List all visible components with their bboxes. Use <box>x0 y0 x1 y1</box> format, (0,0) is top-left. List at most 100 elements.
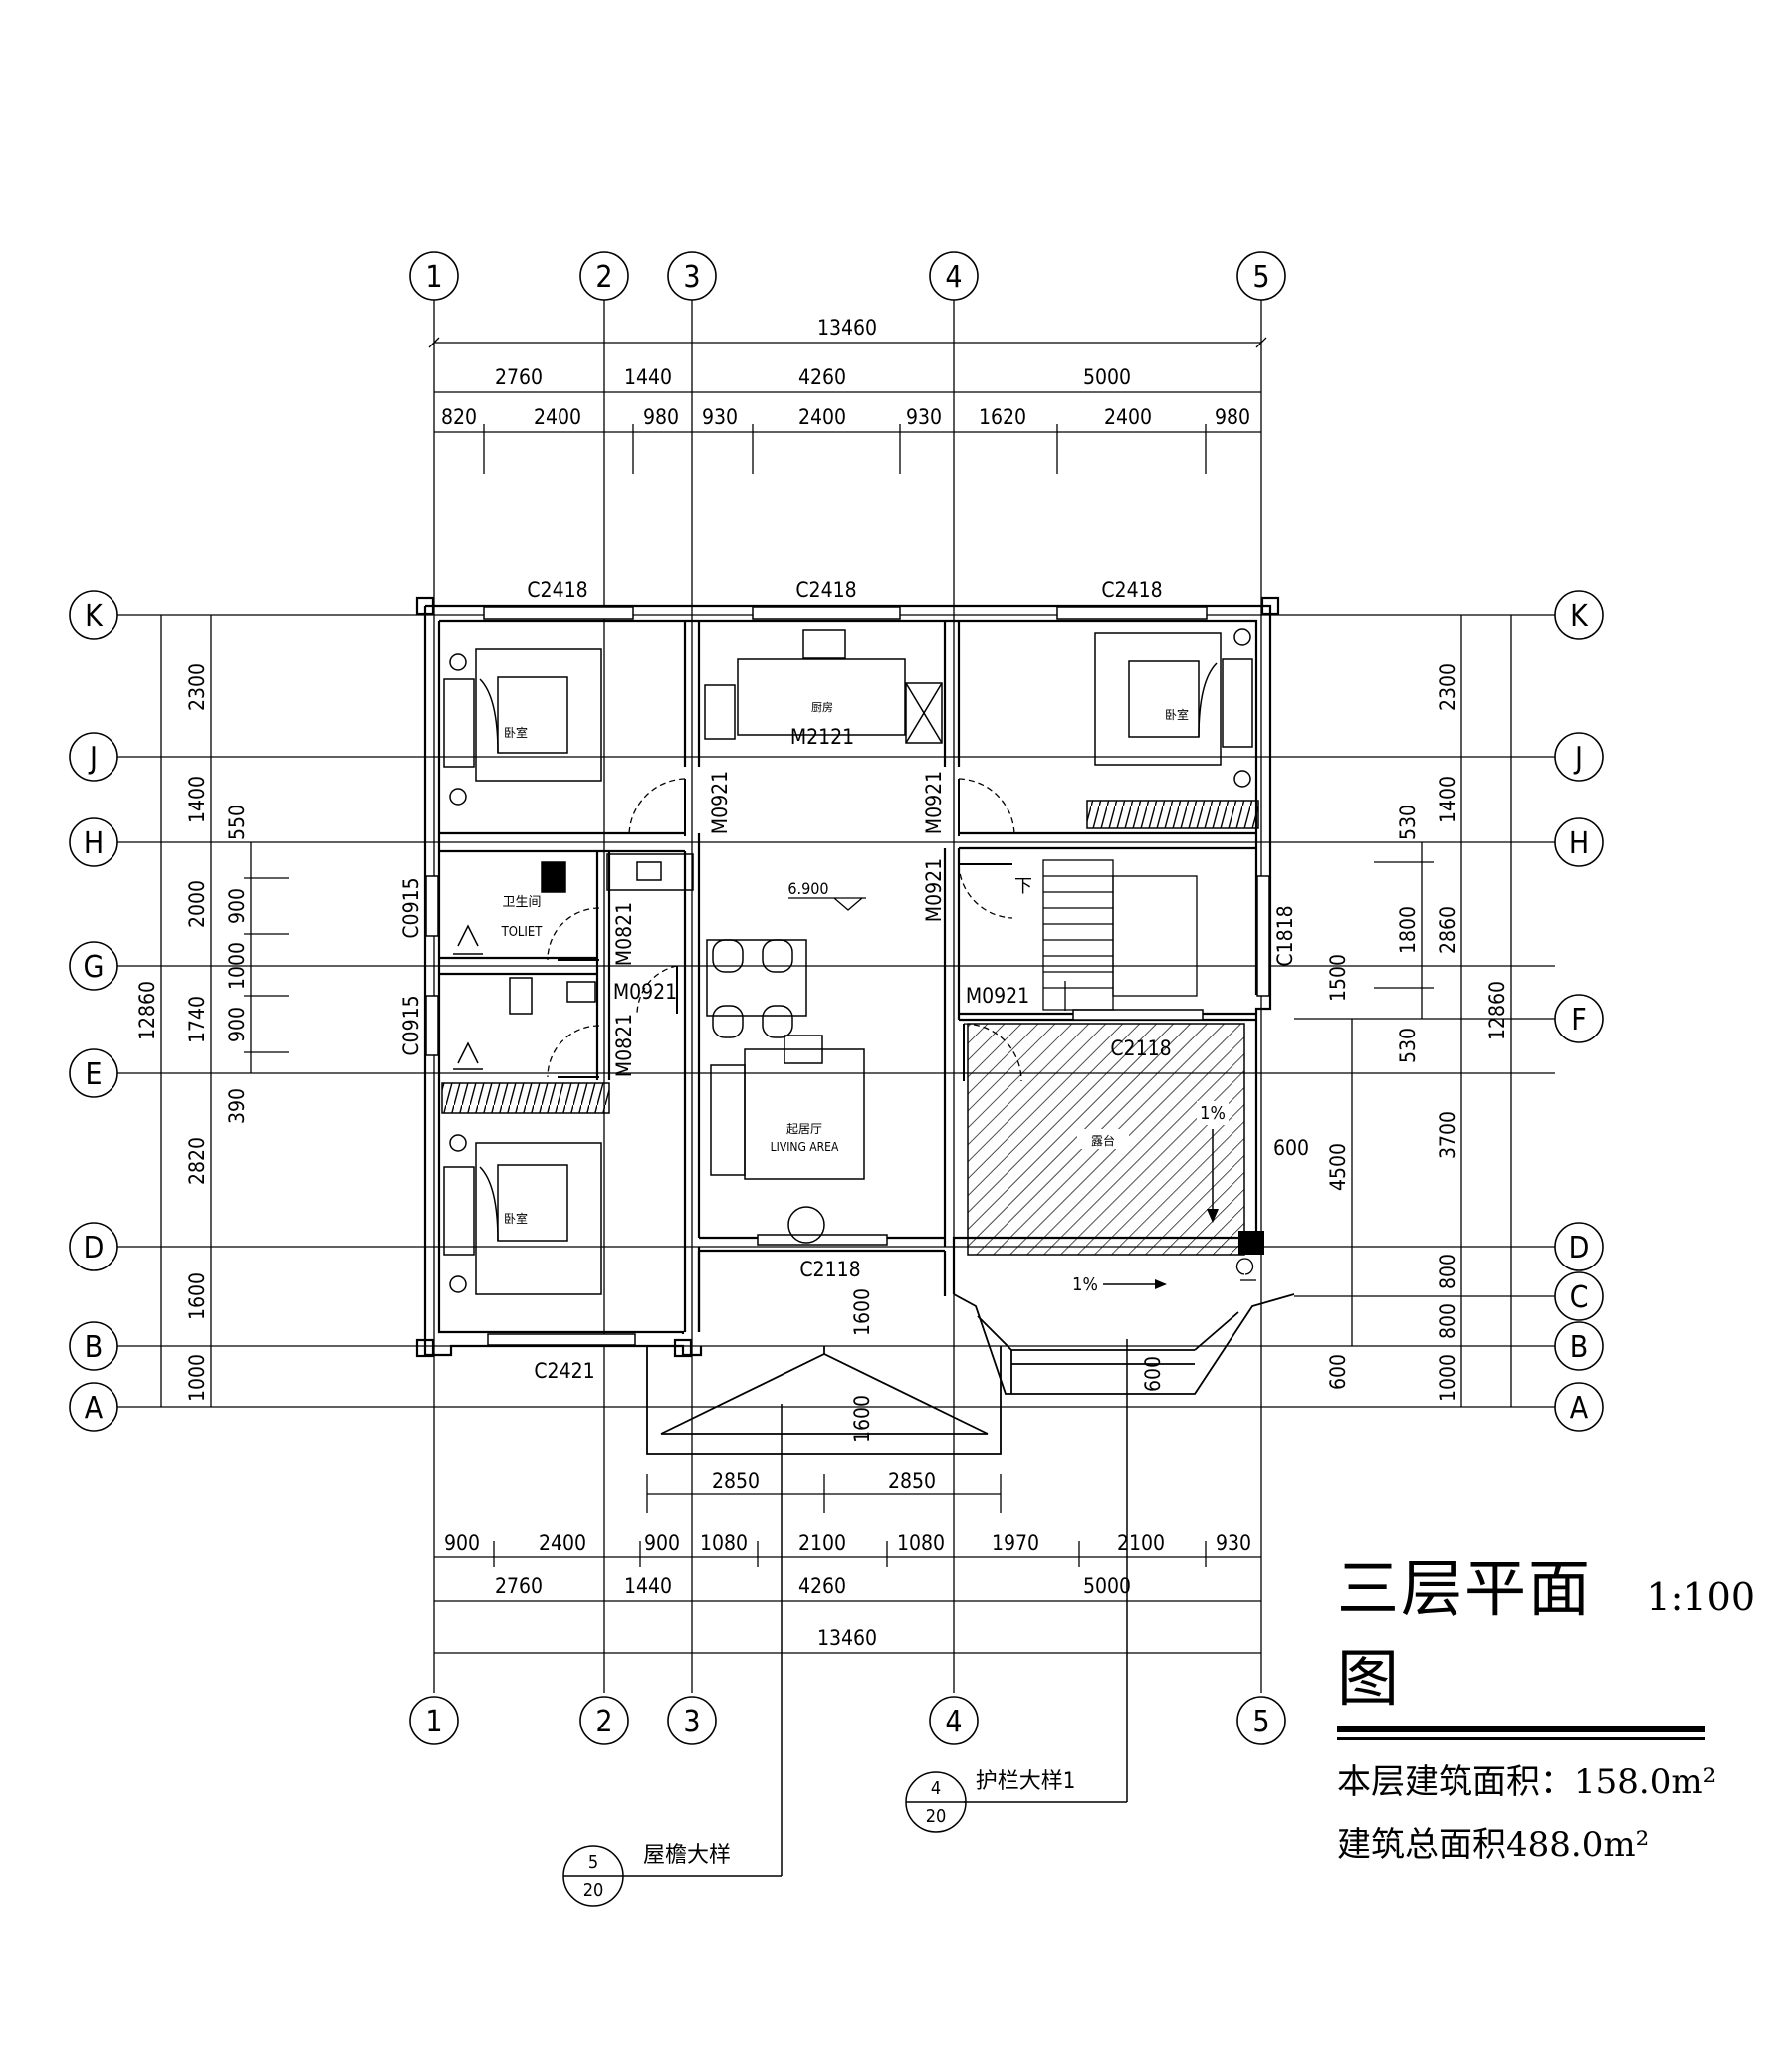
right-bay-dim: 1400 <box>1436 776 1459 823</box>
grid-label-left: K <box>85 599 104 634</box>
floor-area: 本层建筑面积：158.0m² <box>1337 1762 1717 1802</box>
door-label: M0821 <box>612 1014 636 1077</box>
top-bay-dim: 5000 <box>1083 365 1131 389</box>
left-bay-dim: 2000 <box>185 880 209 928</box>
right-detail-dim: 4500 <box>1326 1143 1350 1191</box>
right-bay-dim: 800 <box>1436 1254 1459 1289</box>
door-label: M0921 <box>966 984 1029 1008</box>
porch-roof <box>646 1346 1002 1455</box>
grid-label-left: B <box>85 1330 104 1365</box>
right-detail-dim: 1500 <box>1326 954 1350 1002</box>
left-bay-dim: 2300 <box>185 663 209 711</box>
title-underline-thin <box>1337 1737 1705 1740</box>
eave-detail-sheet: 20 <box>583 1880 604 1901</box>
grid-label-left: E <box>85 1057 102 1092</box>
grid-bubble-labels: 1 2 3 4 5 1 2 3 4 5 K J H G E D B A K J … <box>84 260 1590 1739</box>
grid-label-left: G <box>84 950 105 985</box>
left-total-dim: 12860 <box>135 981 159 1040</box>
grid-label-right: D <box>1569 1231 1590 1266</box>
door-label: M0921 <box>708 771 732 834</box>
bottom-detail-dim: 930 <box>1216 1531 1251 1555</box>
eave-detail-number: 5 <box>588 1852 598 1873</box>
top-detail-dim: 2400 <box>1104 405 1152 429</box>
grid-label-bottom: 3 <box>683 1705 700 1739</box>
left-bay-dim: 2820 <box>185 1137 209 1185</box>
right-bay-dim: 2300 <box>1436 663 1459 711</box>
top-dimension-labels: 13460 2760 1440 4260 5000 820 2400 980 9… <box>441 316 1250 429</box>
window-label: C0915 <box>399 877 423 938</box>
room-label-bedroom: 卧室 <box>504 1211 528 1226</box>
grid-label-top: 5 <box>1252 260 1269 295</box>
grid-label-bottom: 2 <box>595 1705 612 1739</box>
top-detail-dim: 2400 <box>534 405 581 429</box>
window-label: C2418 <box>795 578 856 602</box>
top-total-dim: 13460 <box>817 316 877 340</box>
top-dimensions <box>428 337 1267 474</box>
right-bay-dim: 1000 <box>1436 1354 1459 1402</box>
balcony-depth-dim: 600 <box>1141 1356 1165 1392</box>
bottom-detail-dim: 2100 <box>798 1531 846 1555</box>
grid-label-bottom: 1 <box>425 1705 442 1739</box>
grid-label-right: H <box>1569 826 1589 861</box>
left-dimension-labels: 12860 2300 1400 2000 1740 2820 1600 1000… <box>135 663 249 1402</box>
door-label: M0921 <box>613 980 677 1004</box>
room-label-toilet: 卫生间 <box>502 895 541 910</box>
walls <box>415 596 1280 1358</box>
right-detail-dim: 530 <box>1396 1028 1420 1063</box>
bottom-bay-dim: 5000 <box>1083 1574 1131 1598</box>
bottom-detail-dim: 2400 <box>539 1531 586 1555</box>
room-label-living: 起居厅 <box>786 1122 822 1136</box>
left-detail-dim: 900 <box>225 1007 249 1042</box>
staircase <box>1042 859 1198 1011</box>
total-area: 建筑总面积488.0m² <box>1337 1825 1650 1865</box>
window-label: C2418 <box>527 578 587 602</box>
bottom-detail-dim: 1080 <box>700 1531 748 1555</box>
porch-dim: 2850 <box>888 1469 936 1493</box>
left-bay-dim: 1600 <box>185 1272 209 1320</box>
bottom-detail-dim: 900 <box>644 1531 680 1555</box>
grid-bubbles <box>69 251 1604 1745</box>
grid-label-right: K <box>1570 599 1589 634</box>
grid-label-top: 1 <box>425 260 442 295</box>
top-detail-dim: 980 <box>1215 405 1250 429</box>
left-detail-dim: 550 <box>225 805 249 840</box>
grid-label-right: F <box>1571 1003 1587 1037</box>
room-label-toilet-en: TOLIET <box>501 925 544 940</box>
drawing-title: 三层平面图 <box>1337 1552 1593 1715</box>
bottom-total-dim: 13460 <box>817 1626 877 1650</box>
opening-labels: C2418 C2418 C2418 C2421 C2118 C2118 C091… <box>399 578 1297 1383</box>
door-label: M0821 <box>612 902 636 966</box>
right-detail-dim: 1800 <box>1396 906 1420 954</box>
grid-label-left: H <box>84 826 104 861</box>
porch-depth-dim: 1600 <box>850 1395 874 1443</box>
bottom-detail-dim: 2100 <box>1117 1531 1165 1555</box>
left-bay-dim: 1740 <box>185 996 209 1043</box>
terrace-width-dim: 600 <box>1273 1136 1309 1160</box>
top-bay-dim: 2760 <box>495 365 543 389</box>
title-underline-thick <box>1337 1726 1705 1732</box>
window-label: C0915 <box>399 995 423 1055</box>
bottom-detail-dim: 1080 <box>897 1531 945 1555</box>
title-block: 三层平面图 1:100 本层建筑面积：158.0m² 建筑总面积488.0m² <box>1337 1538 1755 1866</box>
grid-label-right: C <box>1570 1280 1589 1315</box>
drawing-scale: 1:100 <box>1646 1575 1755 1619</box>
rail-detail-sheet: 20 <box>926 1806 947 1827</box>
living-labels: 起居厅 LIVING AREA <box>771 1122 839 1154</box>
bottom-dimension-labels: 2850 2850 900 2400 900 1080 2100 1080 19… <box>444 1469 1251 1650</box>
bottom-detail-dim: 1970 <box>992 1531 1039 1555</box>
title-row: 三层平面图 1:100 <box>1337 1538 1755 1718</box>
living-furniture <box>706 939 865 1244</box>
door-label: M0921 <box>922 771 946 834</box>
top-detail-dim: 930 <box>702 405 738 429</box>
grid-label-top: 3 <box>683 260 700 295</box>
bottom-bay-dim: 4260 <box>798 1574 846 1598</box>
porch-dim: 2850 <box>712 1469 760 1493</box>
top-detail-dim: 980 <box>643 405 679 429</box>
room-labels-bedroom: 卧室 卧室 卧室 <box>504 707 1189 1226</box>
slope-label: 1% <box>1072 1274 1098 1295</box>
grid-label-bottom: 5 <box>1252 1705 1269 1739</box>
grid-label-left: A <box>85 1391 104 1426</box>
kitchen-furniture <box>704 629 943 744</box>
top-bay-dim: 4260 <box>798 365 846 389</box>
